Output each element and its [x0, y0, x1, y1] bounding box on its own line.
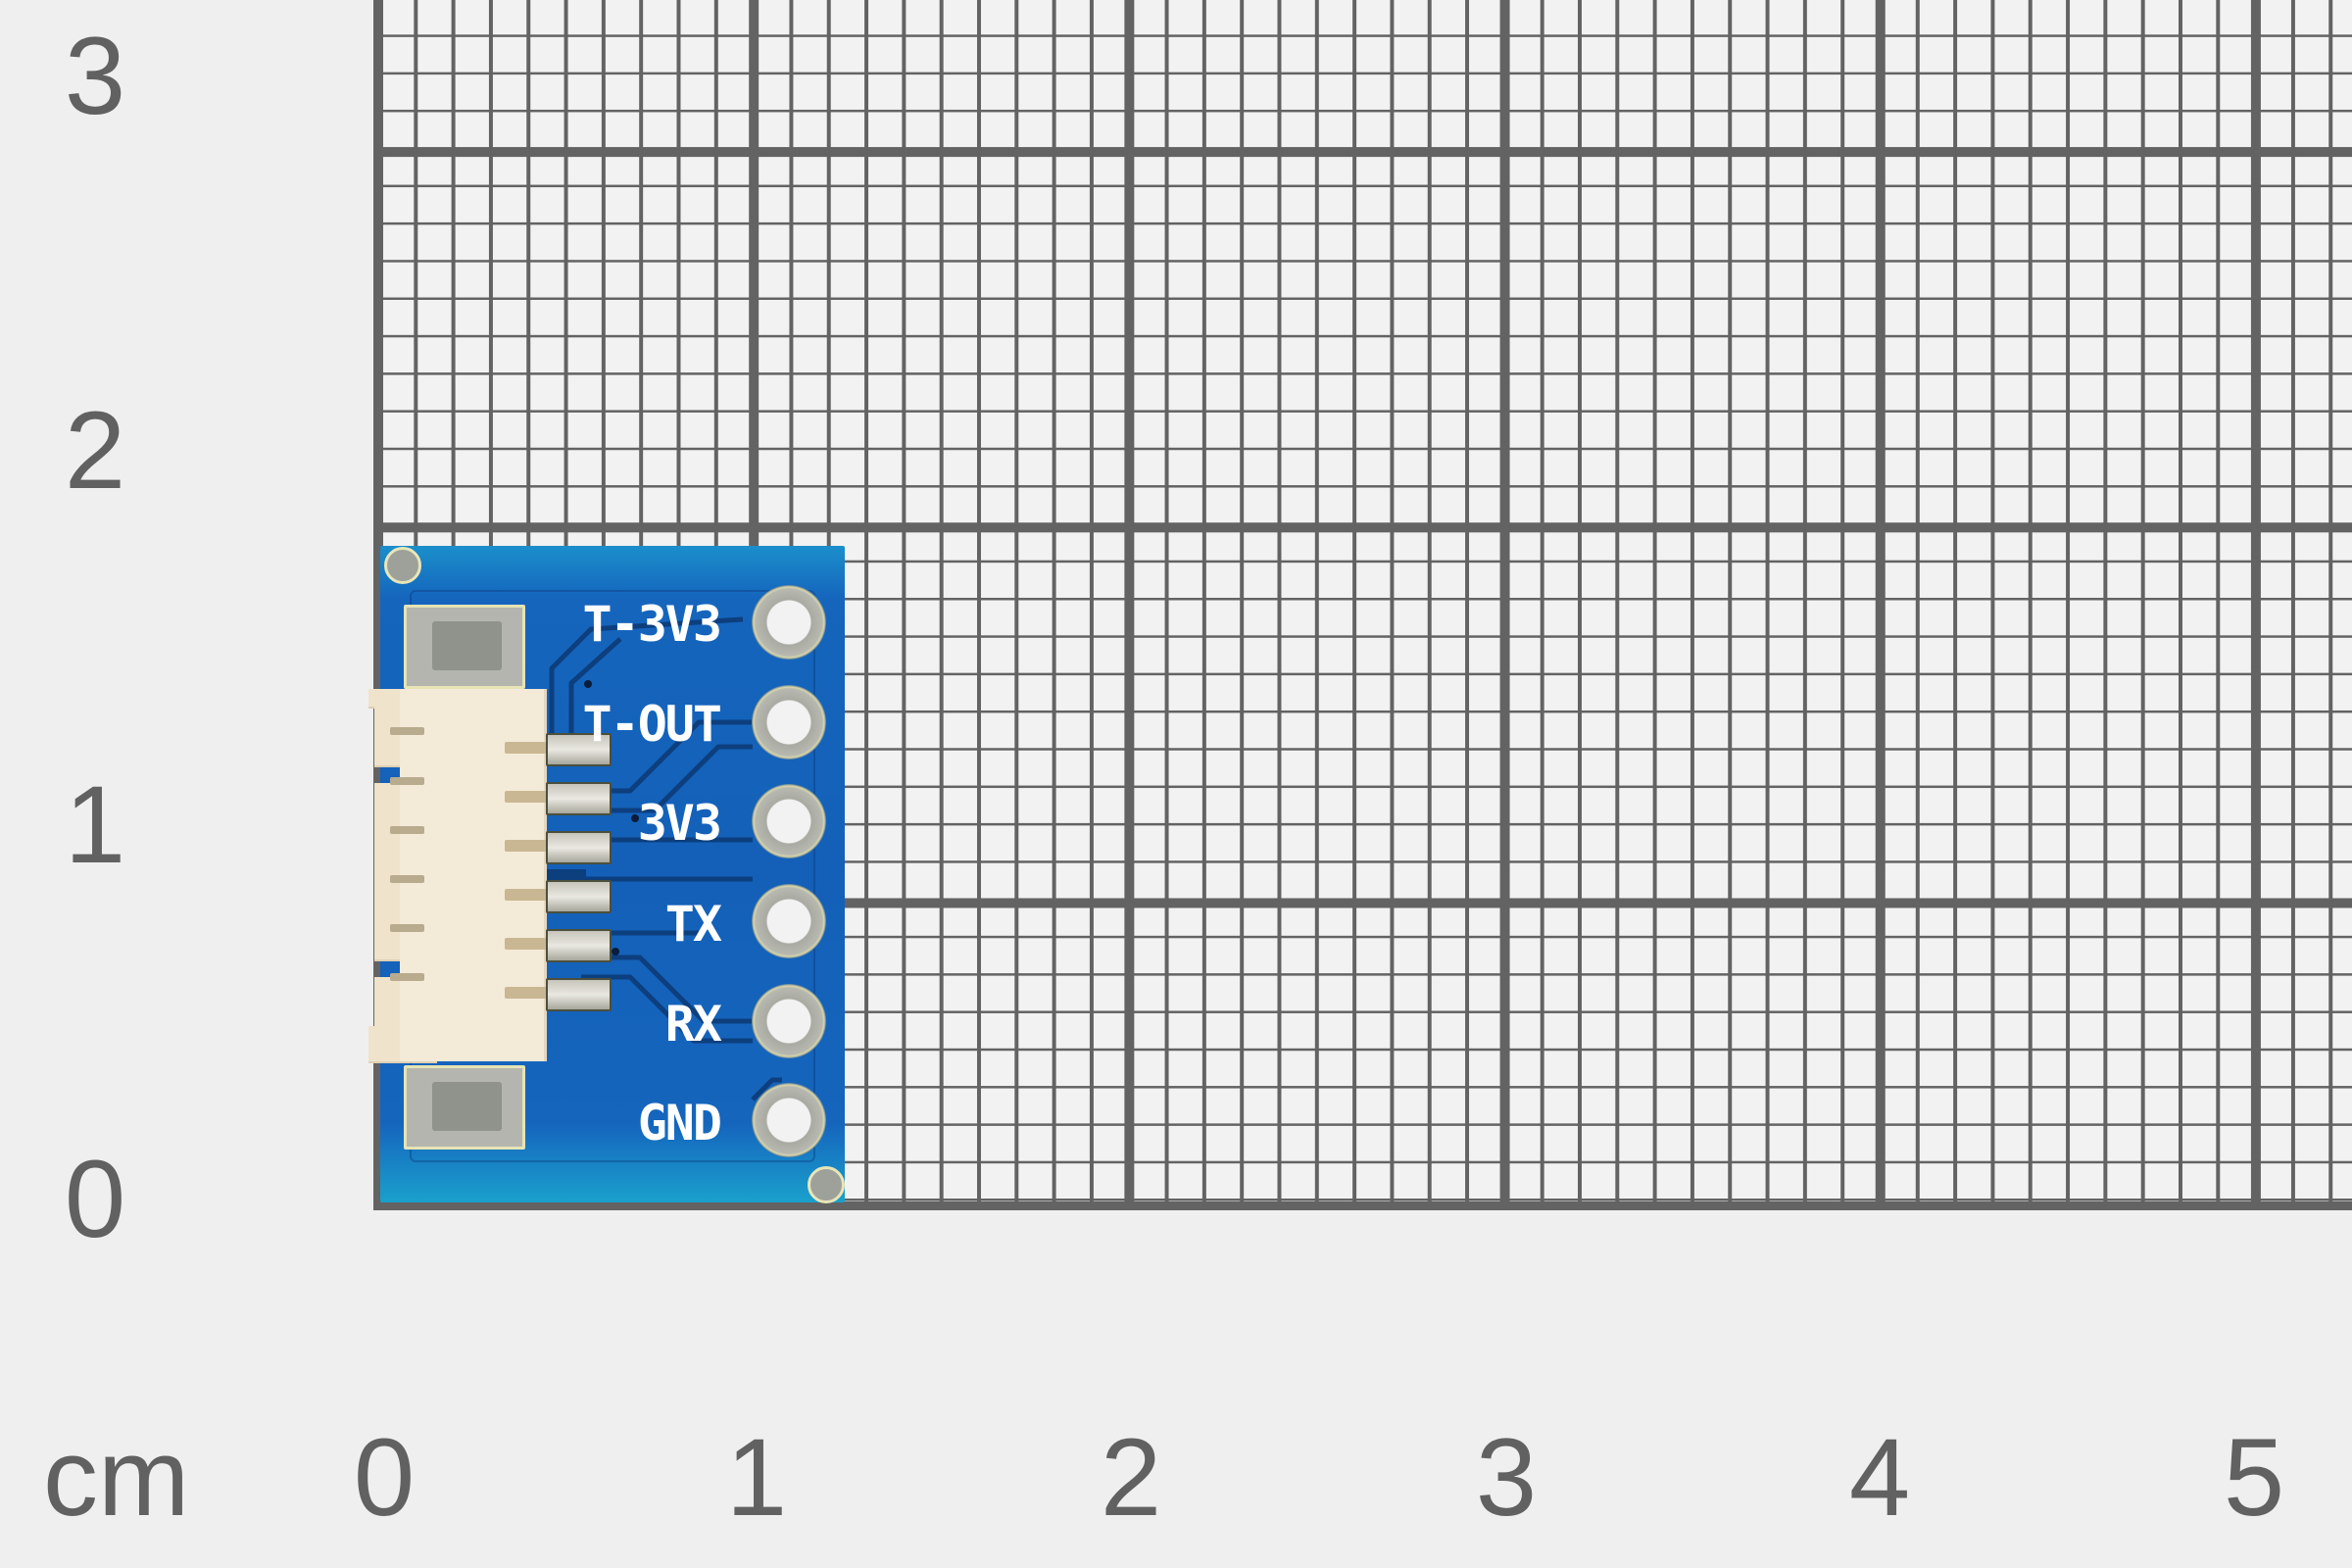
y-tick-label-1: 1: [64, 763, 126, 886]
x-tick-label-5: 5: [2223, 1416, 2285, 1539]
through-hole-pad-3v3: [752, 784, 826, 858]
via: [584, 680, 592, 688]
through-hole-pad-t-out: [752, 685, 826, 760]
x-tick-label-0: 0: [353, 1416, 416, 1539]
connector-mount-pad-top: [404, 605, 525, 689]
connector-side-pin: [390, 727, 424, 735]
corner-mounting-pad-bottom-right: [808, 1166, 845, 1203]
through-hole-pad-gnd: [752, 1083, 826, 1157]
y-tick-label-2: 2: [64, 389, 126, 512]
pin-label-rx: RX: [664, 996, 722, 1053]
connector-pin-6: [546, 978, 612, 1011]
pin-label-t-out: T-OUT: [582, 696, 722, 753]
through-hole-pad-tx: [752, 884, 826, 958]
connector-pin-1: [546, 733, 612, 766]
y-tick-label-3: 3: [64, 15, 126, 137]
connector-pin-lead: [505, 938, 548, 950]
connector-pin-lead: [505, 889, 548, 901]
connector-pin-4: [546, 880, 612, 913]
connector-side-pin: [390, 875, 424, 883]
through-hole-pad-t-3v3: [752, 585, 826, 660]
pcb-board: T-3V3 T-OUT 3V3 TX RX GND: [368, 546, 845, 1203]
connector-side-pin: [390, 973, 424, 981]
connector-pin-lead: [505, 987, 548, 999]
pin-label-t-3v3: T-3V3: [582, 596, 722, 653]
x-axis-line: [373, 1201, 2352, 1210]
x-tick-label-4: 4: [1848, 1416, 1911, 1539]
unit-label: cm: [43, 1416, 190, 1539]
connector-pin-lead: [505, 840, 548, 852]
x-tick-label-1: 1: [725, 1416, 788, 1539]
connector-side-pin: [390, 826, 424, 834]
connector-pin-2: [546, 782, 612, 815]
via: [631, 814, 639, 822]
connector-pin-lead: [505, 791, 548, 803]
connector-mount-pad-bottom: [404, 1065, 525, 1150]
via: [612, 948, 619, 956]
connector-pin-3: [546, 831, 612, 864]
pin-label-tx: TX: [664, 896, 722, 953]
pin-label-gnd: GND: [637, 1095, 722, 1152]
y-tick-label-0: 0: [64, 1138, 126, 1260]
pin-label-3v3: 3V3: [637, 795, 722, 852]
x-tick-label-2: 2: [1100, 1416, 1162, 1539]
y-axis-line: [373, 0, 383, 1210]
x-tick-label-3: 3: [1475, 1416, 1538, 1539]
connector-pin-lead: [505, 742, 548, 754]
through-hole-pad-rx: [752, 984, 826, 1058]
connector-side-pin: [390, 777, 424, 785]
connector-pin-5: [546, 929, 612, 962]
corner-mounting-pad-top-left: [384, 547, 421, 584]
connector-side-pin: [390, 924, 424, 932]
